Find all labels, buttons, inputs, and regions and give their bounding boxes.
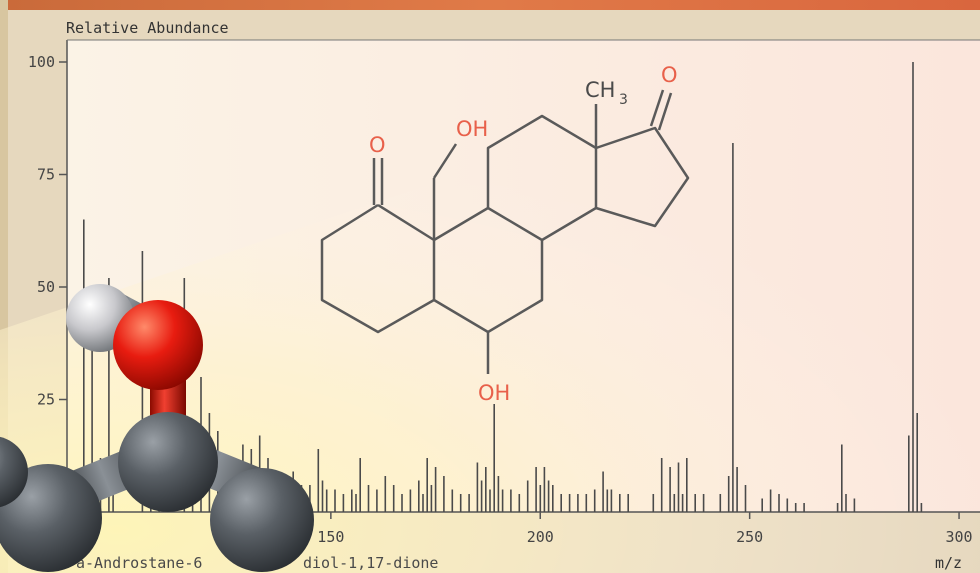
hydroxymethyl-bond-2 (432, 143, 458, 179)
methyl-subscript: 3 (619, 92, 628, 108)
top-banner (0, 0, 980, 10)
x-ticks: 150 200 250 300 (317, 512, 973, 546)
ketone-o-right: O (661, 63, 678, 87)
y-tick-label-50: 50 (37, 278, 55, 296)
left-border (0, 0, 8, 573)
ring-d (595, 126, 690, 228)
ketone-bond-right-b (657, 92, 673, 131)
x-tick-label-250: 250 (736, 528, 763, 546)
y-tick-label-100: 100 (28, 53, 55, 71)
molecule-3d-model (0, 284, 314, 572)
ketone-bond-right-a (649, 89, 665, 127)
oh-top-label: OH (456, 117, 488, 141)
atom-carbon-right (210, 468, 314, 572)
x-axis-title: m/z (935, 554, 962, 572)
atom-carbon-far-left (0, 436, 28, 508)
x-tick-label-300: 300 (946, 528, 973, 546)
atom-oxygen (113, 300, 203, 390)
x-tick-label-150: 150 (317, 528, 344, 546)
atom-carbon-center (118, 412, 218, 512)
ring-b (433, 206, 544, 334)
compound-caption: a-Androstane-6 (76, 554, 202, 572)
y-axis-title: Relative Abundance (66, 19, 229, 37)
atom-carbon-left (0, 464, 102, 572)
steroid-structure (320, 89, 690, 374)
methyl-label: CH (585, 78, 615, 102)
y-tick-label-75: 75 (37, 166, 55, 184)
y-ticks: 100 75 50 25 (28, 53, 67, 409)
y-tick-label-25: 25 (37, 391, 55, 409)
compound-caption-tail: diol-1,17-dione (303, 554, 438, 572)
ketone-o-left: O (369, 133, 386, 157)
ring-c (486, 114, 598, 242)
x-tick-label-200: 200 (527, 528, 554, 546)
oh-bottom-label: OH (478, 381, 510, 405)
